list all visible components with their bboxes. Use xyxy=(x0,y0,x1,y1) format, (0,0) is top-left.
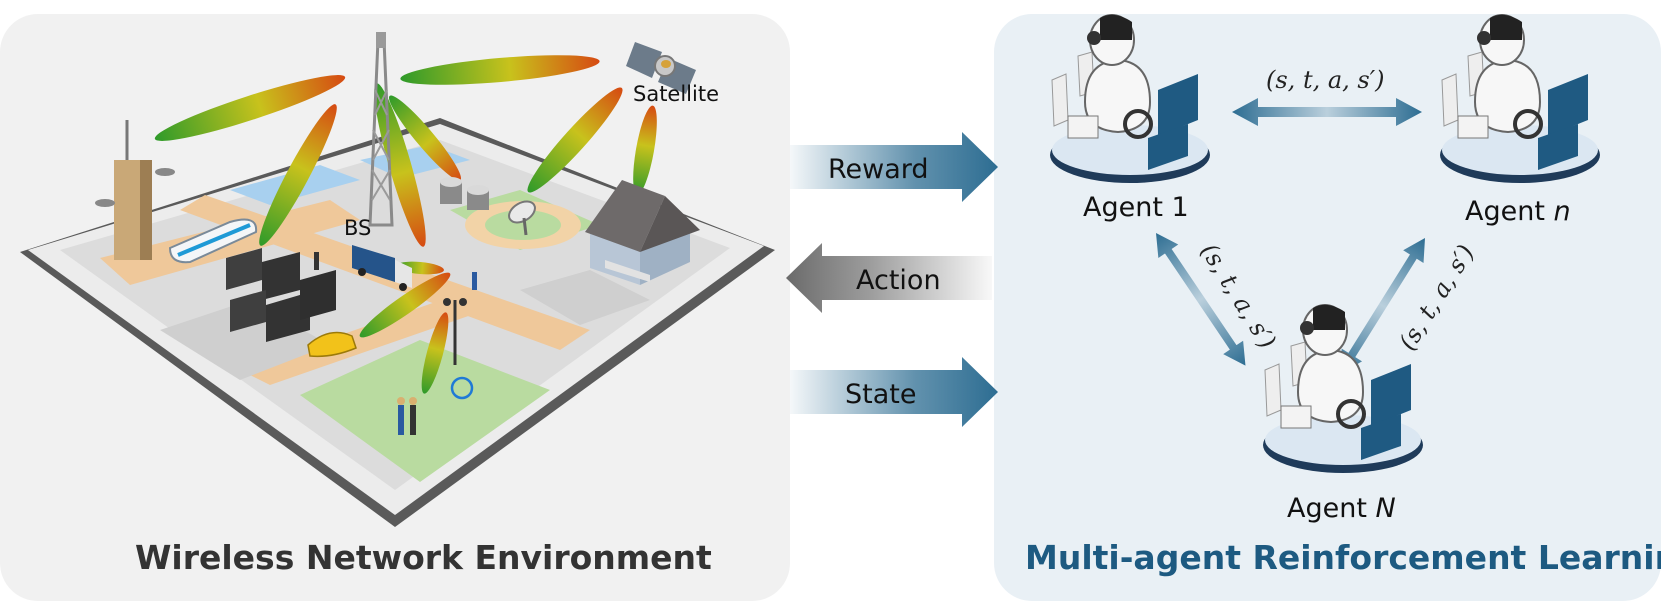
link-agent1-agentN xyxy=(1156,233,1246,366)
taxi-icon xyxy=(307,331,357,358)
train-icon xyxy=(168,218,258,264)
link-agent1-agentn xyxy=(1232,98,1422,126)
skyscraper-icon xyxy=(95,120,175,260)
people-icons xyxy=(314,252,477,435)
robot-agent-icon-1 xyxy=(1050,14,1210,183)
truck-icon xyxy=(352,245,412,291)
agent-n-label: Agent n xyxy=(1465,196,1571,227)
reward-label: Reward xyxy=(828,154,929,185)
reward-arrow xyxy=(790,132,998,202)
state-label: State xyxy=(845,379,916,410)
satellite-label: Satellite xyxy=(633,82,719,106)
bs-label: BS xyxy=(344,216,371,240)
satellite-icon xyxy=(626,42,696,94)
server-rack-icon xyxy=(226,248,336,342)
tuple-label-left: (s, t, a, s′) xyxy=(1195,238,1282,353)
dish-antenna-icon xyxy=(508,200,536,236)
base-station-tower-icon xyxy=(368,32,394,227)
marl-title: Multi-agent Reinforcement Learning xyxy=(1025,538,1661,577)
storage-cylinders xyxy=(440,177,489,210)
agent-N-label: Agent N xyxy=(1287,493,1396,524)
robot-agent-icon-N xyxy=(1263,304,1423,473)
action-label: Action xyxy=(856,265,941,296)
street-lamp-icon xyxy=(443,298,467,365)
tuple-label-right: (s, t, a, s′) xyxy=(1393,240,1480,355)
robot-agent-icon-n xyxy=(1440,14,1600,183)
state-arrow xyxy=(790,357,998,427)
tuple-label-top: (s, t, a, s′) xyxy=(1266,66,1385,94)
action-arrow xyxy=(786,243,992,313)
environment-title: Wireless Network Environment xyxy=(135,538,712,577)
agent-1-label: Agent 1 xyxy=(1083,192,1189,223)
house-icon xyxy=(585,180,700,285)
link-agentn-agentN xyxy=(1340,238,1425,374)
